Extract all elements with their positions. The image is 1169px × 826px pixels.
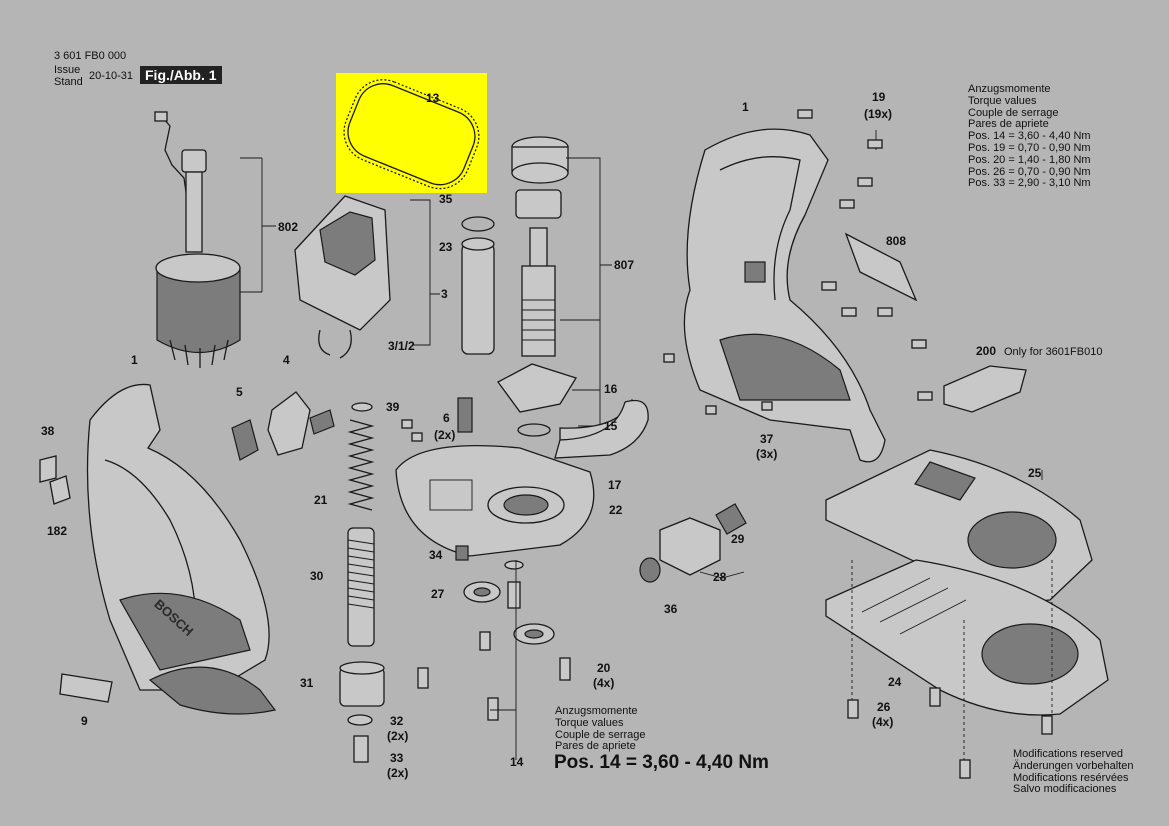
modifications-line: Modifications resérvées [1013,771,1129,784]
callout-19-qty: (19x) [864,107,893,121]
motor-part-802 [154,111,276,368]
plate-part-16 [497,363,577,437]
callout-32-qty: (2x) [387,729,409,743]
callout-34: 34 [429,548,443,562]
column-parts-35-23 [461,216,495,355]
callout-9: 9 [81,714,88,728]
clamp-parts-28-29-36 [639,503,747,583]
torque-line: Anzugsmomente [555,705,638,717]
callout-17: 17 [608,478,622,492]
callout-3: 3 [441,287,448,301]
spindle-assembly-807 [511,136,612,427]
nut-part-31 [339,661,385,763]
callout-31: 31 [300,676,314,690]
callout-20: 20 [597,661,611,675]
electronics-part-3 [294,195,440,359]
callout-19: 19 [872,90,886,104]
callout-6: 6 [443,411,450,425]
callout-22: 22 [609,503,623,517]
torque-line: Pos. 20 = 1,40 - 1,80 Nm [968,153,1091,166]
part-number: 3 601 FB0 000 [54,50,127,62]
torque-line: Pares de apriete [968,118,1049,131]
housing-left-part-1 [39,383,277,715]
housing-right-part-1 [683,128,1027,463]
callout-807: 807 [614,258,635,272]
callout-38: 38 [41,424,55,438]
modifications-line: Modifications reserved [1013,748,1124,760]
modifications-line: Änderungen vorbehalten [1013,759,1134,772]
torque-line: Pos. 33 = 2,90 - 3,10 Nm [968,177,1091,190]
callout-5: 5 [236,385,243,399]
callout-808: 808 [886,234,907,248]
torque-line: Pares de apriete [555,740,636,753]
screws-part-19 [663,109,933,415]
callout-1-right: 1 [742,100,749,114]
callout-26: 26 [877,700,891,714]
callout-37-qty: (3x) [756,447,778,461]
spring-part-21 [347,402,375,511]
callout-29: 29 [731,532,745,546]
callout-23: 23 [439,240,453,254]
callout-33: 33 [390,751,404,765]
torque-emphasis: Pos. 14 = 3,60 - 4,40 Nm [554,752,769,773]
callout-32: 32 [390,714,404,728]
callout-16: 16 [604,382,618,396]
torque-line: Torque values [968,94,1037,107]
callout-30: 30 [310,569,324,583]
modifications-line: Salvo modificaciones [1013,783,1117,796]
issue-label: Issue [54,64,81,76]
callout-13: 13 [426,91,440,105]
bottom-torque-block: Anzugsmomente Torque values Couple de se… [555,705,646,753]
small-parts-4-5-6 [231,391,473,461]
callout-3-1-2: 3/1/2 [388,339,415,353]
base-part-22 [395,444,595,557]
callout-14: 14 [510,755,524,769]
callout-24: 24 [888,675,902,689]
callout-33-qty: (2x) [387,766,409,780]
torque-line: Pos. 26 = 0,70 - 0,90 Nm [968,165,1091,178]
note-only-for: Only for 3601FB010 [1004,346,1103,358]
callout-36: 36 [664,602,678,616]
callout-182: 182 [47,524,68,538]
handle-part-17 [554,398,649,459]
callout-1-left: 1 [131,353,138,367]
stand-label: Stand [54,76,83,88]
callout-20-qty: (4x) [593,676,615,690]
figure-badge: Fig./Abb. 1 [140,66,222,84]
callout-39: 39 [386,400,400,414]
torque-line: Couple de serrage [968,106,1059,119]
callout-35: 35 [439,192,453,206]
small-parts-center [417,545,571,760]
callout-28: 28 [713,570,727,584]
callout-37: 37 [760,432,774,446]
belt-part-13 [343,79,480,190]
torque-values-block: Anzugsmomente Torque values Couple de se… [968,83,1091,190]
torque-line: Pos. 14 = 3,60 - 4,40 Nm [968,130,1091,143]
threaded-part-30 [347,527,375,647]
callout-26-qty: (4x) [872,715,894,729]
callout-200: 200 [976,344,997,358]
torque-line: Pos. 19 = 0,70 - 0,90 Nm [968,141,1091,154]
callout-15: 15 [604,419,618,433]
torque-line: Anzugsmomente [968,83,1051,95]
torque-line: Couple de serrage [555,728,646,741]
base-plate-part-25 [825,449,1093,602]
callout-6-qty: (2x) [434,428,456,442]
callout-4: 4 [283,353,290,367]
base-plate-part-24 [825,559,1109,779]
torque-line: Torque values [555,716,624,729]
callout-21: 21 [314,493,328,507]
modifications-block: Modifications reserved Änderungen vorbeh… [1013,748,1134,796]
callout-802: 802 [278,220,299,234]
issue-date: 20-10-31 [89,70,134,82]
callout-27: 27 [431,587,445,601]
callout-25: 25 [1028,466,1042,480]
